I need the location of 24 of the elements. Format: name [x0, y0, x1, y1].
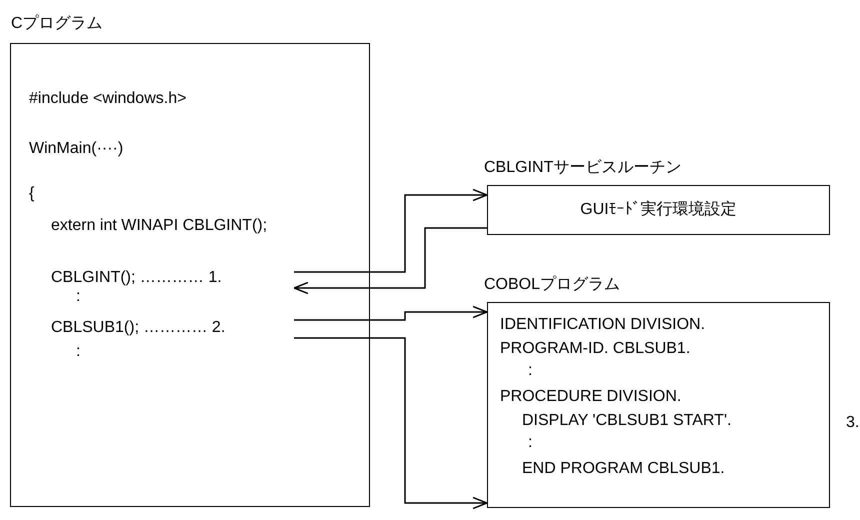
- step-number: 3.: [846, 413, 860, 433]
- code-line: CBLGINT(); ………… 1.: [51, 268, 222, 288]
- arrow: [293, 227, 487, 294]
- code-line: IDENTIFICATION DIVISION.: [500, 315, 706, 335]
- arrow: [294, 188, 488, 273]
- code-line: PROGRAM-ID. CBLSUB1.: [500, 339, 690, 359]
- code-line: #include <windows.h>: [29, 89, 186, 109]
- code-line: {: [29, 184, 34, 204]
- code-line: extern int WINAPI CBLGINT();: [51, 216, 268, 236]
- code-line: CBLSUB1(); ………… 2.: [51, 318, 226, 338]
- arrow: [294, 306, 488, 321]
- panel-heading: COBOLプログラム: [484, 275, 620, 295]
- box-heading: CBLGINTサービスルーチン: [484, 158, 682, 178]
- ellipsis-mark: :: [528, 361, 532, 381]
- routine-text: GUIﾓｰﾄﾞ実行環境設定: [579, 200, 738, 220]
- panel-heading: Cプログラム: [11, 14, 103, 34]
- code-line: PROCEDURE DIVISION.: [500, 387, 682, 407]
- arrow: [294, 337, 488, 510]
- code-line: DISPLAY 'CBLSUB1 START'.: [522, 411, 732, 431]
- ellipsis-mark: :: [76, 287, 80, 307]
- code-line: END PROGRAM CBLSUB1.: [522, 459, 725, 479]
- code-line: WinMain(····): [29, 139, 124, 159]
- ellipsis-mark: :: [528, 433, 532, 453]
- ellipsis-mark: :: [76, 342, 80, 362]
